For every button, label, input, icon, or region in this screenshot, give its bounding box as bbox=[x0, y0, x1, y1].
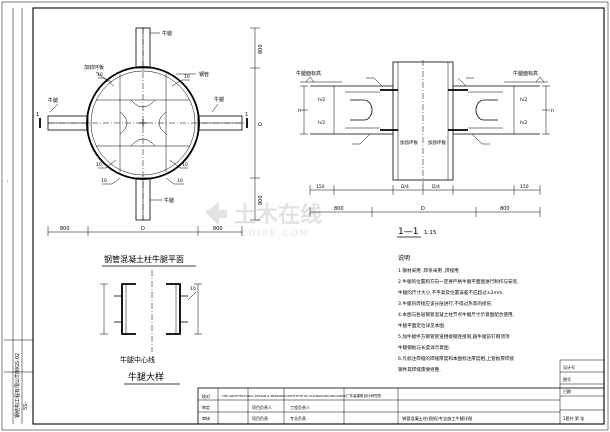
dim-h2a: h/2 bbox=[318, 97, 325, 103]
section-title: 1—1 bbox=[398, 227, 418, 237]
dim-h2b: h/2 bbox=[318, 120, 325, 126]
bracket-detail: 10 牛腿中心线 牛腿大样 bbox=[100, 270, 202, 385]
tb-col-label: 工程负责人 bbox=[290, 404, 310, 410]
svg-text:1: 1 bbox=[245, 112, 248, 118]
plan-dim-v-bot: 800 bbox=[258, 195, 264, 205]
dim-h2c: h/2 bbox=[520, 97, 527, 103]
notes-heading: 说明 bbox=[398, 254, 410, 262]
watermark-brand: 土木在线 bbox=[234, 202, 322, 228]
note-line: 5.加牛腿件方钢管管道相接钢连接管,箍牛腿前钉钢顶顶 bbox=[398, 333, 510, 340]
detail-weld: 10 bbox=[190, 286, 196, 292]
svg-text:1: 1 bbox=[36, 112, 39, 118]
tb-meta: 图号 bbox=[563, 376, 571, 382]
plan-dim-right: 800 bbox=[213, 226, 223, 232]
binding-margin: 钢结构工程有限公司制 GS-02 SS- - bbox=[4, 8, 33, 424]
label-bracket-top: 牛腿 bbox=[162, 30, 172, 37]
label-bracket-left: 牛腿 bbox=[48, 97, 58, 104]
label-top-right: 牛腿面标高 bbox=[513, 70, 538, 77]
dim-h2d: h/2 bbox=[520, 120, 527, 126]
tb-col-label: 专业负责 bbox=[290, 415, 306, 421]
note-line: 牛腿平面定位详见本图. bbox=[398, 322, 445, 329]
watermark-url: COI88.COM bbox=[240, 229, 309, 239]
dim-d4b: D/4 bbox=[432, 184, 440, 190]
note-line: 3.牛腿的焊接应该分层进行,不得过热等的损伤. bbox=[398, 300, 493, 307]
note-line: 牛腿的尺寸大小,不平高及位置误差不应超过±2mm. bbox=[398, 289, 504, 296]
detail-title-1: 牛腿中心线 bbox=[120, 355, 155, 364]
note-line: 4.本图与各层钢管混凝土柱节点牛腿尺寸示意图配合使用, bbox=[398, 311, 515, 318]
section-dim-mid: D bbox=[421, 206, 425, 212]
plan-dim-left: 800 bbox=[60, 226, 70, 232]
note-line: 2.牛腿的位置和方向一定要严格牛腿平面图进行制作与安装, bbox=[398, 278, 519, 285]
tb-meta: 日期 bbox=[563, 388, 571, 394]
plan-dim-v-top: 800 bbox=[258, 44, 264, 54]
label-inner-right: 加劲环板 bbox=[428, 139, 446, 146]
dim-150a: 150 bbox=[316, 184, 325, 190]
weld-number: 10 bbox=[177, 178, 183, 184]
note-line: 牛腿钢板与长度详示意图. bbox=[398, 344, 450, 351]
note-line: 6.凡标注焊缝的焊缝厚度和本图标注厚度相,上管板厚焊接 bbox=[398, 355, 515, 362]
weld-number: 10 bbox=[97, 72, 103, 78]
section-view: 牛腿面标高 牛腿面标高 加劲环板 加劲环板 h/2 h/2 h h/2 h/2 … bbox=[296, 60, 554, 238]
note-line: 钢件其焊缝需要修整. bbox=[398, 366, 441, 373]
plan-dim-v-mid: D bbox=[258, 122, 264, 126]
label-bracket-right: 牛腿 bbox=[214, 96, 224, 103]
label-inner-left: 加劲环板 bbox=[400, 139, 418, 146]
plan-view: 1 1 加劲环板 钢管 牛腿 牛腿 牛腿 牛腿 10 10 10 10 10 1… bbox=[36, 27, 264, 267]
margin-code-text: GS-02 bbox=[15, 353, 21, 368]
sheet-number: 1套共 第 张 bbox=[563, 415, 584, 421]
dim-150b: 150 bbox=[520, 184, 529, 190]
institute-chinese: 广东省建筑设计研究院 bbox=[346, 393, 381, 398]
title-block: THE ARCHITECTURAL DESIGN & RESEARCH INST… bbox=[197, 359, 605, 425]
tb-row-label: 审核 bbox=[202, 415, 210, 421]
margin-company-text: 钢结构工程有限公司制 bbox=[14, 368, 21, 418]
tb-row-label: 校对 bbox=[202, 393, 210, 399]
drawing-name: 钢管混凝土柱(图纸)专业施工牛腿详图 bbox=[402, 415, 472, 422]
tb-col-label: 项目负责人 bbox=[252, 404, 272, 410]
section-dim-right: 800 bbox=[500, 206, 510, 212]
tb-col-label: 项目负责 bbox=[252, 415, 268, 421]
section-scale: 1:15 bbox=[424, 230, 437, 236]
dim-h-left: h bbox=[298, 108, 301, 114]
weld-number: 10 bbox=[184, 74, 190, 80]
tb-row-label: 审定 bbox=[202, 404, 210, 410]
watermark: 土木在线 COI88.COM bbox=[205, 202, 322, 239]
section-dim-left: 800 bbox=[334, 206, 344, 212]
institute-english: THE ARCHITECTURAL DESIGN & RESEARCH INST… bbox=[221, 394, 346, 398]
label-steel-pipe: 钢管 bbox=[199, 71, 209, 78]
plan-title: 钢管混凝土柱牛腿平面 bbox=[104, 254, 184, 264]
plan-dim-mid: D bbox=[141, 226, 145, 232]
label-top-left: 牛腿面标高 bbox=[296, 70, 321, 77]
dim-d4a: D/4 bbox=[401, 184, 409, 190]
margin-vertical-text: SS- bbox=[23, 402, 29, 410]
weld-number: 10 bbox=[182, 162, 188, 168]
label-bracket-bottom: 牛腿 bbox=[164, 197, 174, 204]
detail-title-2: 牛腿大样 bbox=[128, 371, 164, 383]
dim-h-right: h bbox=[551, 108, 554, 114]
margin-mark: - bbox=[5, 180, 11, 182]
tb-meta: 设计号 bbox=[563, 364, 575, 370]
note-line: 1.钢材采用 ,焊条采用 ,焊接用 bbox=[398, 267, 459, 274]
weld-number: 10 bbox=[101, 178, 107, 184]
notes-block: 说明 1.钢材采用 ,焊条采用 ,焊接用 2.牛腿的位置和方向一定要严格牛腿平面… bbox=[398, 254, 519, 373]
weld-number: 10 bbox=[96, 162, 102, 168]
label-stiffener-ring: 加劲环板 bbox=[84, 64, 104, 71]
